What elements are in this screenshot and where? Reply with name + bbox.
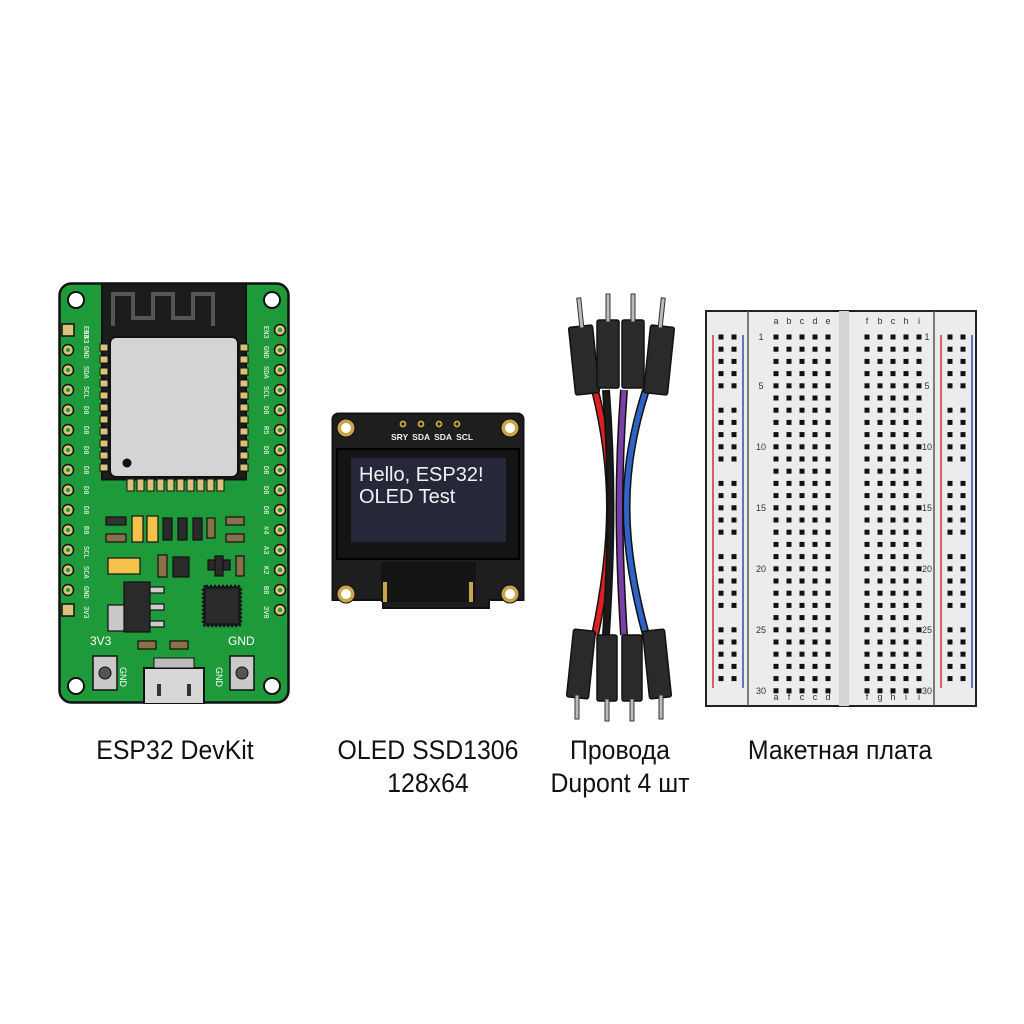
pin-label: SCA xyxy=(81,566,89,579)
pin-label: D8 xyxy=(81,466,89,475)
pin-label: R8 xyxy=(81,526,89,535)
caption-breadboard: Макетная плата xyxy=(722,734,958,767)
pin-label: #4 xyxy=(261,526,269,535)
pin-label: GND xyxy=(81,346,89,359)
svg-text:25: 25 xyxy=(756,625,766,635)
en-button-side-label: GND xyxy=(214,667,224,687)
svg-text:f: f xyxy=(866,692,869,702)
svg-text:i: i xyxy=(918,316,920,326)
pin-label: D8 xyxy=(261,446,269,455)
svg-text:c: c xyxy=(891,316,896,326)
caption-line-1: Провода xyxy=(570,735,670,765)
pin-label: D8 xyxy=(81,426,89,435)
caption-text: ESP32 DevKit xyxy=(96,735,254,765)
button-label-gnd: GND xyxy=(228,634,255,648)
button-label-3v3: 3V3 xyxy=(90,634,112,648)
pin-label: SDA xyxy=(81,366,89,379)
screen-line-2: OLED Test xyxy=(359,486,456,508)
pin-label: D8 xyxy=(81,486,89,495)
oled-screen-text: Hello, ESP32! OLED Test xyxy=(359,464,484,508)
pin-label: EN3 xyxy=(81,326,89,339)
caption-esp32: ESP32 DevKit xyxy=(69,734,281,767)
pin-label: 3V0 xyxy=(261,606,269,619)
pin-label: B8 xyxy=(261,586,269,595)
svg-text:c: c xyxy=(800,316,805,326)
caption-text: Макетная плата xyxy=(747,735,933,765)
svg-text:1: 1 xyxy=(758,332,763,342)
caption-wires: Провода Dupont 4 шт xyxy=(528,734,712,800)
pin-label: SRY xyxy=(391,432,409,442)
pin-label: GND xyxy=(81,586,89,599)
svg-text:e: e xyxy=(825,316,830,326)
svg-text:h: h xyxy=(903,316,908,326)
caption-oled: OLED SSD1306 128x64 xyxy=(327,734,529,800)
pin-label: SDA xyxy=(261,366,269,379)
svg-text:a: a xyxy=(773,692,778,702)
dupont-wires xyxy=(550,290,680,722)
boot-button-side-label: GND xyxy=(118,667,128,687)
pin-label: D8 xyxy=(261,506,269,515)
pin-label: D8 xyxy=(261,486,269,495)
svg-text:10: 10 xyxy=(922,442,932,452)
pin-label: SCL xyxy=(81,386,89,399)
boot-button[interactable] xyxy=(93,656,117,690)
svg-text:b: b xyxy=(786,316,791,326)
pin-label: SDA xyxy=(412,432,431,442)
pin-label: D8 xyxy=(261,466,269,475)
pin-label: SCL xyxy=(456,432,474,442)
svg-text:15: 15 xyxy=(922,503,932,513)
pin-label: EN3 xyxy=(261,326,269,339)
svg-text:30: 30 xyxy=(756,686,766,696)
pin-label: SCL xyxy=(81,546,89,559)
svg-text:d: d xyxy=(825,692,830,702)
svg-text:a: a xyxy=(773,316,778,326)
svg-text:d: d xyxy=(812,316,817,326)
svg-text:25: 25 xyxy=(922,625,932,635)
svg-text:f: f xyxy=(788,692,791,702)
pin-label: 3V3 xyxy=(81,606,89,619)
svg-text:b: b xyxy=(877,316,882,326)
svg-text:h: h xyxy=(890,692,895,702)
caption-line-2: 128x64 xyxy=(387,768,469,798)
svg-text:i: i xyxy=(918,692,920,702)
pin-label: SCL xyxy=(261,386,269,399)
caption-line-2: Dupont 4 шт xyxy=(550,768,690,798)
svg-text:i: i xyxy=(905,692,907,702)
caption-line-1: OLED SSD1306 xyxy=(337,735,519,765)
oled-header-pin-labels: SRY SDA SDA SCL xyxy=(391,432,473,442)
svg-text:1: 1 xyxy=(924,332,929,342)
reset-button[interactable] xyxy=(230,656,254,690)
pin-label: R5 xyxy=(261,426,269,435)
svg-text:15: 15 xyxy=(756,503,766,513)
micro-usb-port xyxy=(144,668,204,704)
svg-text:g: g xyxy=(877,692,882,702)
svg-text:20: 20 xyxy=(756,564,766,574)
svg-text:c: c xyxy=(800,692,805,702)
screen-line-1: Hello, ESP32! xyxy=(359,464,484,486)
svg-text:c: c xyxy=(813,692,818,702)
pin-label: D8 xyxy=(81,406,89,415)
pin-label: D8 xyxy=(261,406,269,415)
svg-text:20: 20 xyxy=(922,564,932,574)
pin-label: K2 xyxy=(261,566,269,575)
svg-text:10: 10 xyxy=(756,442,766,452)
pin-label: GND xyxy=(261,346,269,359)
svg-text:5: 5 xyxy=(924,381,929,391)
svg-text:5: 5 xyxy=(758,381,763,391)
oled-ssd1306-module: SRY SDA SDA SCL Hello, ESP32! OLED Test xyxy=(331,412,525,610)
svg-text:f: f xyxy=(866,316,869,326)
pin-label: SDA xyxy=(434,432,453,442)
pin-label: D8 xyxy=(81,506,89,515)
svg-text:30: 30 xyxy=(922,686,932,696)
pin-label: D8 xyxy=(81,446,89,455)
esp32-left-pin-labels: EN3 xyxy=(81,330,89,344)
pin-label: A3 xyxy=(261,546,269,555)
